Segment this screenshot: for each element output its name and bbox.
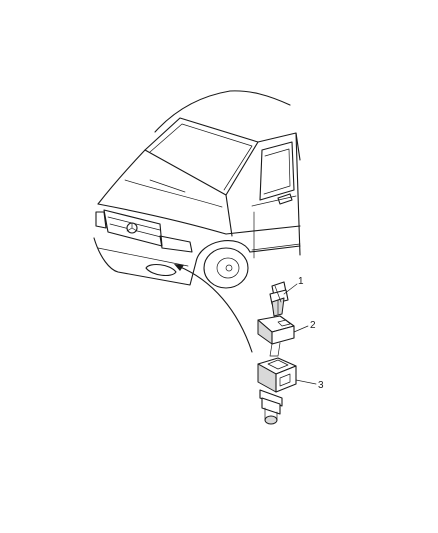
callout-2: 2 xyxy=(310,320,316,331)
side-window xyxy=(259,141,295,201)
front-bumper xyxy=(93,237,197,286)
headlight-right xyxy=(159,235,193,253)
part-2-housing xyxy=(257,315,295,357)
location-arrow xyxy=(174,264,253,353)
fog-lamp-location xyxy=(145,263,177,277)
callout-1: 1 xyxy=(298,276,304,287)
callout-3: 3 xyxy=(318,380,324,391)
windshield xyxy=(144,117,259,196)
part-3-socket xyxy=(257,357,297,425)
callout-3-leader xyxy=(295,379,317,385)
callout-2-leader xyxy=(293,325,309,333)
part-1-bulb xyxy=(269,281,289,317)
van-illustration xyxy=(93,90,301,289)
callout-1-leader xyxy=(283,283,298,295)
hood xyxy=(97,149,146,205)
headlight-left xyxy=(95,211,107,229)
side-mirror xyxy=(277,193,293,205)
